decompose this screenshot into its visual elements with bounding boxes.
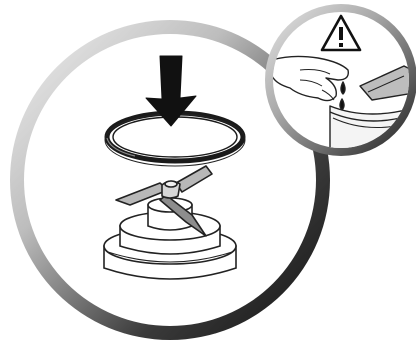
warning-inset — [265, 4, 416, 156]
drop-icon — [340, 99, 344, 110]
drop-icon — [341, 82, 345, 94]
